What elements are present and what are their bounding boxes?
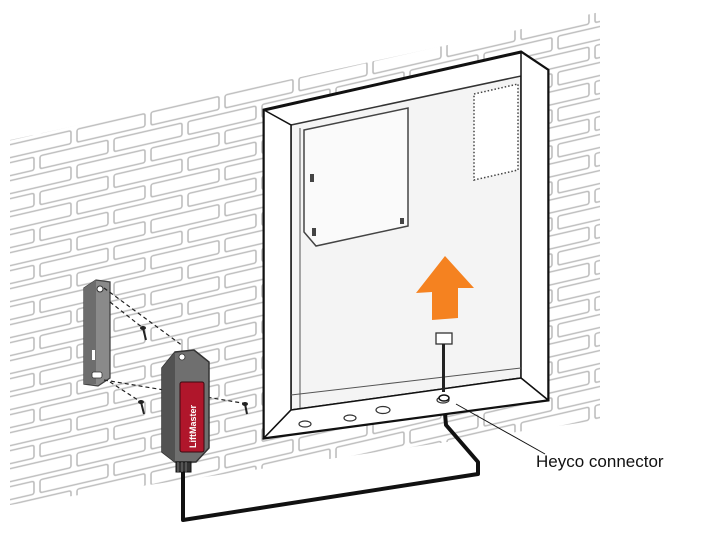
screw-icon bbox=[242, 402, 248, 415]
device-label-plate bbox=[179, 381, 205, 453]
knockout-hole bbox=[343, 414, 357, 422]
heyco-connector-label: Heyco connector bbox=[536, 452, 664, 471]
connection-wire bbox=[181, 401, 480, 522]
knockout-hole bbox=[298, 420, 312, 428]
device-brand-text: LiftMaster bbox=[188, 404, 198, 448]
receiver-device: LiftMaster bbox=[161, 349, 210, 473]
small-plate bbox=[473, 83, 519, 181]
callout-leader bbox=[455, 403, 546, 455]
up-arrow-icon bbox=[416, 256, 474, 320]
knockout-hole bbox=[375, 405, 391, 415]
cable-gland bbox=[175, 461, 192, 473]
mounting-bracket bbox=[83, 279, 111, 387]
mounting-plate bbox=[303, 107, 409, 247]
heyco-connector bbox=[435, 332, 453, 402]
